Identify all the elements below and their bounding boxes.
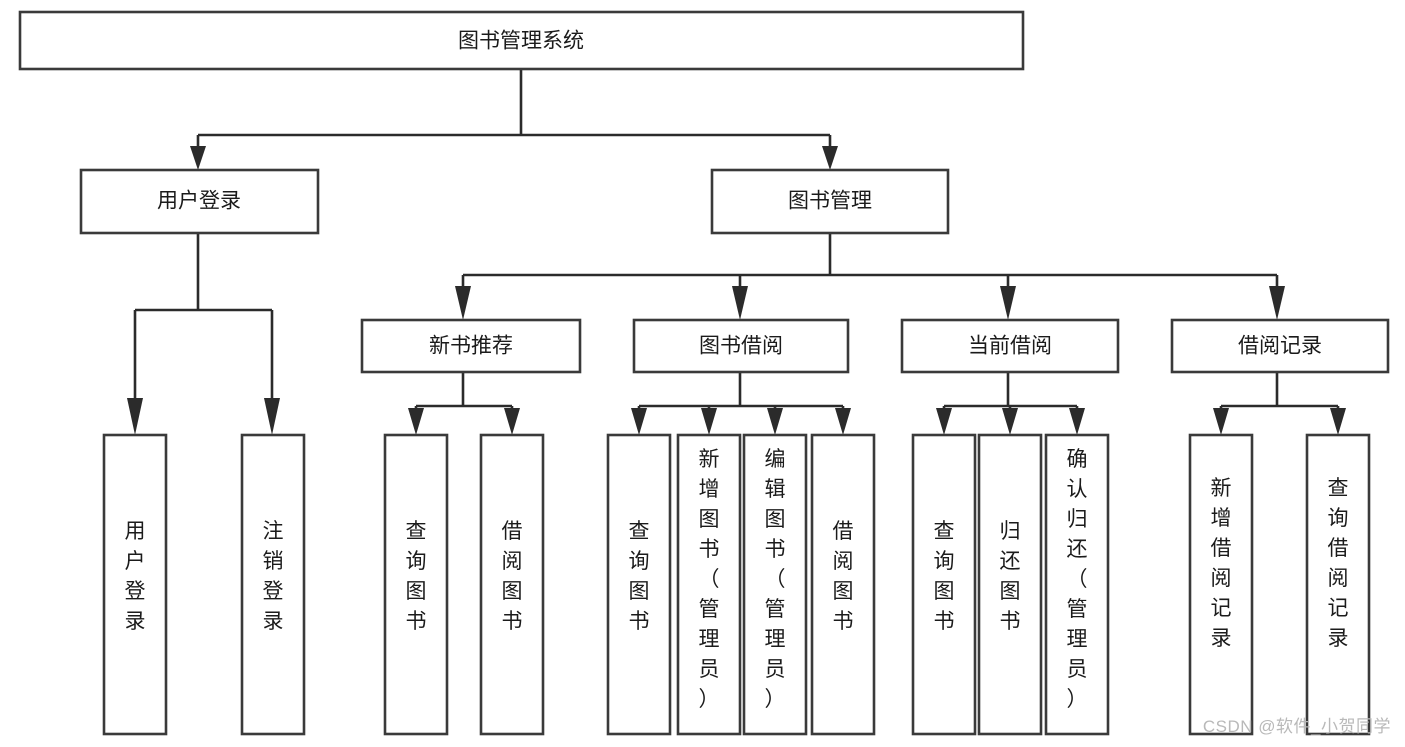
node-leaf-return-book-label: 归还图书 [1000,520,1021,633]
node-book-borrow[interactable]: 图书借阅 [632,318,850,374]
edge-group-book-borrow-to-leaves [631,372,851,435]
edge-group-new-book-rec-to-leaves [408,372,520,435]
node-leaf-query-book-2-box[interactable] [606,433,672,736]
node-current-borrow[interactable]: 当前借阅 [900,318,1120,374]
arrow-head-leaf-return-book [1002,408,1018,435]
arrow-head-leaf-confirm-return [1069,408,1085,435]
node-leaf-add-record-box[interactable] [1188,433,1254,736]
node-book-manage-box[interactable] [710,168,950,235]
node-current-borrow-box[interactable] [900,318,1120,374]
arrow-head-leaf-edit-book [767,408,783,435]
node-book-manage[interactable]: 图书管理 [710,168,950,235]
node-user-login-label: 用户登录 [157,190,241,213]
edge-group-current-borrow-to-leaves [936,372,1085,435]
node-leaf-query-record[interactable]: 查询借阅记录 [1305,433,1371,736]
arrow-head-leaf-query-record [1330,408,1346,435]
arrow-head-leaf-borrow-book-1 [504,408,520,435]
node-leaf-confirm-return-label: 确认归还（管理员） [1067,448,1088,711]
node-leaf-confirm-return[interactable]: 确认归还（管理员） [1044,433,1110,736]
arrow-head-new-book-rec [455,286,471,320]
arrow-head-leaf-borrow-book-2 [835,408,851,435]
node-user-login[interactable]: 用户登录 [79,168,320,235]
arrow-head-book-borrow [732,286,748,320]
node-root-label: 图书管理系统 [458,30,584,53]
node-leaf-confirm-return-box[interactable] [1044,433,1110,736]
arrow-head-leaf-query-book-3 [936,408,952,435]
node-leaf-query-book-1-label: 查询图书 [406,520,427,633]
edge-group-book-manage-to-level3 [455,233,1285,320]
node-leaf-borrow-book-1[interactable]: 借阅图书 [479,433,545,736]
node-borrow-record-label: 借阅记录 [1238,335,1322,358]
edge-group-user-login-to-leaves [127,233,280,435]
arrow-head-leaf-user-login [127,398,143,435]
edge-group-root-to-level2 [190,69,838,170]
edge-group-borrow-record-to-leaves [1213,372,1346,435]
arrow-head-leaf-logout [264,398,280,435]
node-new-book-rec-box[interactable] [360,318,582,374]
node-current-borrow-label: 当前借阅 [968,335,1052,358]
node-leaf-user-login-label: 用户登录 [125,520,146,633]
node-leaf-query-book-3[interactable]: 查询图书 [911,433,977,736]
node-book-borrow-box[interactable] [632,318,850,374]
node-leaf-user-login-box[interactable] [102,433,168,736]
node-leaf-query-book-3-box[interactable] [911,433,977,736]
node-leaf-query-record-box[interactable] [1305,433,1371,736]
node-leaf-add-book[interactable]: 新增图书（管理员） [676,433,742,736]
node-leaf-query-book-2-label: 查询图书 [629,520,650,633]
node-new-book-rec-label: 新书推荐 [429,335,513,358]
arrow-head-book-manage [822,146,838,170]
arrow-head-current-borrow [1000,286,1016,320]
node-leaf-query-book-1[interactable]: 查询图书 [383,433,449,736]
node-leaf-logout-label: 注销登录 [263,520,284,633]
node-leaf-add-book-label: 新增图书（管理员） [699,448,720,711]
node-leaf-borrow-book-2-label: 借阅图书 [833,520,854,633]
arrow-head-leaf-add-book [701,408,717,435]
node-leaf-borrow-book-1-label: 借阅图书 [502,520,523,633]
node-leaf-add-record-label: 新增借阅记录 [1211,477,1232,650]
node-leaf-add-book-box[interactable] [676,433,742,736]
arrow-head-leaf-query-book-2 [631,408,647,435]
node-root-box[interactable] [18,10,1025,71]
node-leaf-add-record[interactable]: 新增借阅记录 [1188,433,1254,736]
node-user-login-box[interactable] [79,168,320,235]
arrow-head-borrow-record [1269,286,1285,320]
node-root[interactable]: 图书管理系统 [18,10,1025,71]
node-leaf-return-book-box[interactable] [977,433,1043,736]
arrow-head-user-login [190,146,206,170]
arrow-head-leaf-query-book-1 [408,408,424,435]
node-leaf-edit-book-label: 编辑图书（管理员） [765,448,786,711]
node-borrow-record-box[interactable] [1170,318,1390,374]
arrow-head-leaf-add-record [1213,408,1229,435]
node-leaf-edit-book-box[interactable] [742,433,808,736]
node-leaf-query-record-label: 查询借阅记录 [1328,477,1349,650]
node-leaf-user-login[interactable]: 用户登录 [102,433,168,736]
node-leaf-borrow-book-1-box[interactable] [479,433,545,736]
csdn-watermark: CSDN @软件_小贺同学 [1202,717,1391,736]
node-leaf-query-book-1-box[interactable] [383,433,449,736]
node-leaf-query-book-3-label: 查询图书 [934,520,955,633]
node-book-manage-label: 图书管理 [788,190,872,213]
node-leaf-query-book-2[interactable]: 查询图书 [606,433,672,736]
node-leaf-borrow-book-2[interactable]: 借阅图书 [810,433,876,736]
node-leaf-edit-book[interactable]: 编辑图书（管理员） [742,433,808,736]
node-leaf-logout[interactable]: 注销登录 [240,433,306,736]
node-book-borrow-label: 图书借阅 [699,335,783,358]
node-leaf-logout-box[interactable] [240,433,306,736]
node-leaf-return-book[interactable]: 归还图书 [977,433,1043,736]
node-borrow-record[interactable]: 借阅记录 [1170,318,1390,374]
node-new-book-rec[interactable]: 新书推荐 [360,318,582,374]
node-leaf-borrow-book-2-box[interactable] [810,433,876,736]
